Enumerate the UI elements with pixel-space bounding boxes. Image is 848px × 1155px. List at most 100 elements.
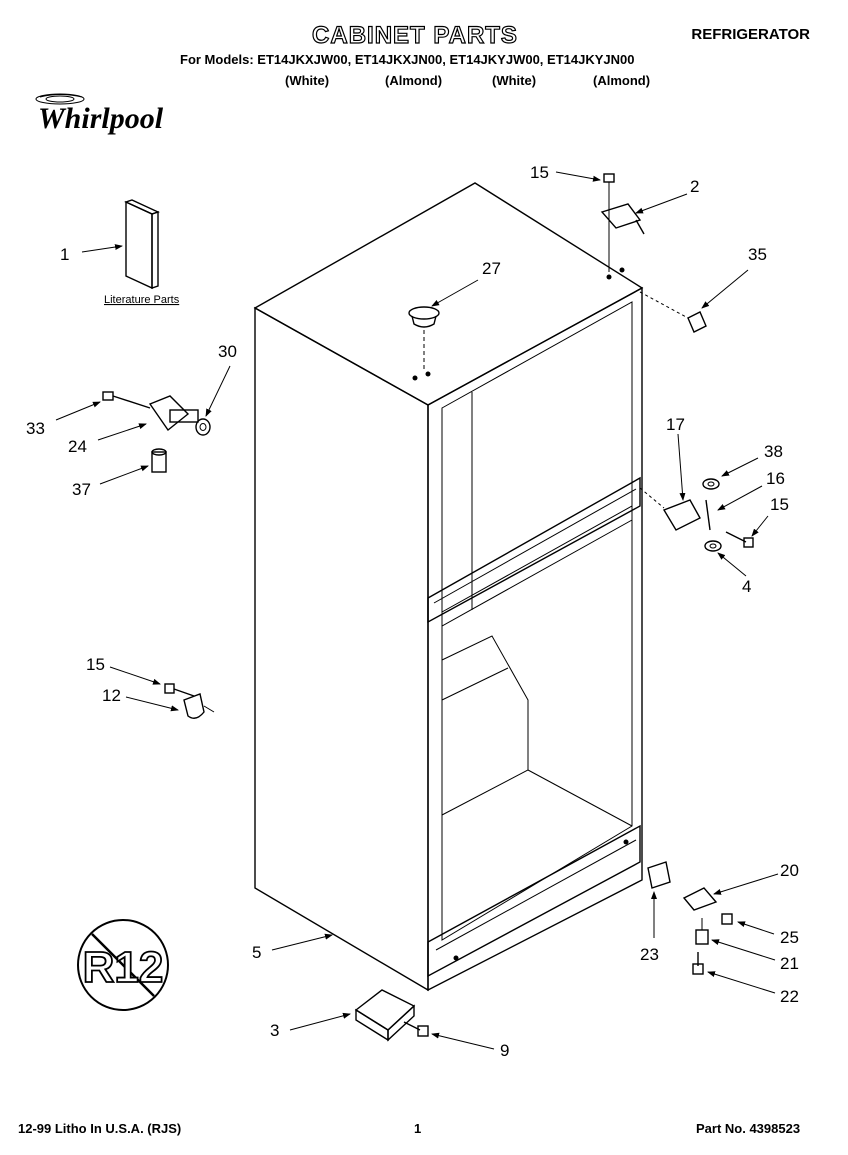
top-hole-4 <box>619 267 625 273</box>
part-3-roller-assembly <box>354 989 416 1042</box>
part-25-screw <box>721 913 733 925</box>
callout-27: 27 <box>482 259 501 278</box>
callout-12: 12 <box>102 686 121 705</box>
part-9-screw <box>403 1021 429 1037</box>
callout-37: 37 <box>72 480 91 499</box>
part-38-washer <box>702 478 720 490</box>
badge-text: R12 <box>83 943 164 992</box>
part-16-hinge-pin <box>705 499 711 531</box>
part-37-spacer <box>151 448 167 473</box>
cabinet-top <box>253 182 644 406</box>
bracket-stem <box>169 409 199 423</box>
callout-4: 4 <box>742 577 751 596</box>
callout-22: 22 <box>780 987 799 1006</box>
hinge-plate <box>682 887 718 911</box>
callout-9: 9 <box>500 1041 509 1060</box>
freezer-opening <box>441 301 633 627</box>
book-top <box>124 199 160 215</box>
leader-21 <box>711 939 776 961</box>
models-line: For Models: ET14JKXJW00, ET14JKXJN00, ET… <box>180 52 635 67</box>
callout-25: 25 <box>780 928 799 947</box>
leader-4 <box>717 552 747 577</box>
top-hole-1 <box>412 375 418 381</box>
badge-slash <box>91 933 155 997</box>
leader-16 <box>717 485 763 511</box>
callout-15a: 15 <box>530 163 549 182</box>
leader-17 <box>677 433 686 501</box>
book-spine <box>151 211 159 289</box>
hinge-leader <box>639 487 665 509</box>
fresh-food-opening <box>441 505 633 941</box>
model-color-1: (White) <box>285 73 330 88</box>
washer-inner <box>707 481 715 487</box>
callout-21: 21 <box>780 954 799 973</box>
footer-litho: 12-99 Litho In U.S.A. (RJS) <box>18 1121 182 1136</box>
part-23-shim <box>647 861 671 889</box>
leader-35 <box>701 269 749 309</box>
callout-5: 5 <box>252 943 261 962</box>
screw-head <box>692 963 704 975</box>
logo-swirl-inner <box>45 95 75 103</box>
cabinet-side <box>254 306 429 992</box>
screw-head <box>417 1025 429 1037</box>
part-30-washer <box>195 418 211 436</box>
screw-shaft <box>173 688 195 697</box>
model-color-4: (Almond) <box>593 73 651 88</box>
screw-head <box>603 173 615 183</box>
cabinet-front-frame <box>427 286 643 992</box>
pin-shaft <box>705 499 711 531</box>
leader-5 <box>271 933 333 951</box>
hinge-plate <box>600 203 642 229</box>
top-hole-3 <box>606 274 612 280</box>
base-rail <box>427 824 641 978</box>
divider-mullion <box>427 476 641 624</box>
base-hole-1 <box>623 839 629 845</box>
logo-swirl-outer <box>35 93 85 105</box>
base-rail-edge <box>435 839 637 951</box>
bracket-body <box>695 929 709 945</box>
leader-15c <box>109 666 161 685</box>
spacer-top <box>151 448 167 456</box>
plug-body <box>411 315 437 328</box>
part-15-top-screw <box>603 173 615 272</box>
model-color-3: (White) <box>492 73 537 88</box>
spacer-body <box>151 451 167 473</box>
leader-24 <box>97 423 147 441</box>
washer-outer <box>702 478 720 490</box>
screw-shaft <box>725 531 747 543</box>
roller-side <box>355 1008 389 1042</box>
liner-step <box>441 635 529 816</box>
callout-3: 3 <box>270 1021 279 1040</box>
leader-33 <box>55 401 101 421</box>
part-24-bracket <box>148 395 199 432</box>
part-27-plug <box>408 306 440 372</box>
roller-front <box>387 1004 415 1042</box>
callout-16: 16 <box>766 469 785 488</box>
screw-head <box>164 683 175 694</box>
leader-15a <box>555 171 601 182</box>
screw-head <box>102 391 114 401</box>
badge-ring <box>77 919 169 1011</box>
part-33-screw <box>102 391 151 409</box>
part-15-center-screw <box>725 531 754 548</box>
callout-17: 17 <box>666 415 685 434</box>
leader-12 <box>125 696 179 712</box>
mullion-edge <box>433 488 637 604</box>
leader-27 <box>431 279 479 307</box>
callout-30: 30 <box>218 342 237 361</box>
washer-inner <box>199 423 207 431</box>
leader-37 <box>99 465 149 485</box>
washer-inner <box>709 543 717 549</box>
washer-outer <box>195 418 211 436</box>
cover-shape <box>687 311 707 333</box>
leader-20 <box>713 873 779 895</box>
liner-floor-line <box>527 769 633 827</box>
part-4-washer <box>704 540 722 552</box>
callout-20: 20 <box>780 861 799 880</box>
callout-labels: 1 2 3 4 5 9 12 15 15 15 16 17 20 21 22 2… <box>26 163 799 1060</box>
leader-38 <box>721 457 759 477</box>
base-hole-2 <box>453 955 459 961</box>
part-35-hinge-cover <box>639 291 707 333</box>
part-21-bracket <box>695 918 709 945</box>
